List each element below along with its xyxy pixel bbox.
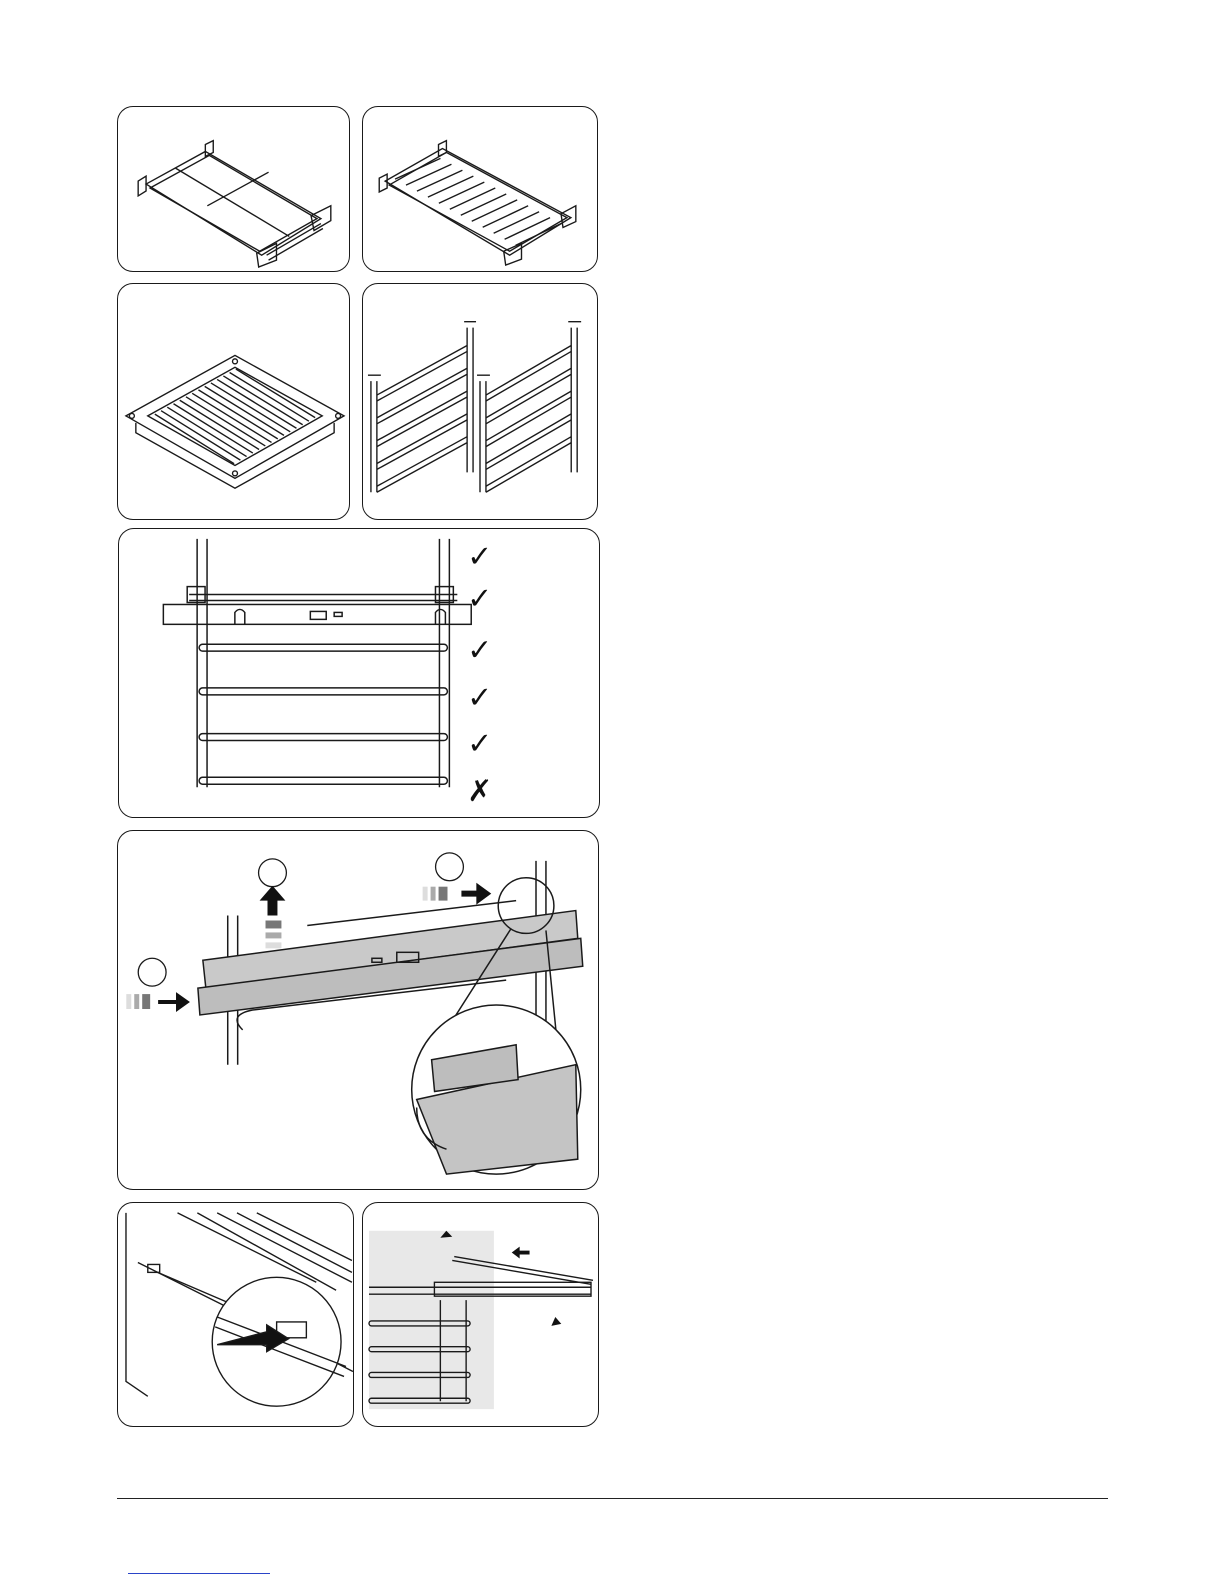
figure-shelf-tilt [362,1202,599,1427]
wire-shelf-icon [363,107,597,271]
figure-shelf-insert [117,1202,354,1427]
step-badge-2 [259,859,287,887]
check-mark-icon: ✓ [467,681,492,716]
figure-telescopic-shelf [117,106,350,272]
step-badge-1 [138,958,166,986]
figure-runner-fitting [117,830,599,1190]
cross-mark-icon: ✗ [467,774,492,809]
check-mark-icon: ✓ [467,726,492,761]
check-mark-icon: ✓ [467,540,492,575]
check-mark-icon: ✓ [467,633,492,668]
telescopic-shelf-icon [118,107,349,271]
side-racks-icon [363,284,597,519]
check-mark-icon: ✓ [467,581,492,616]
figure-grill-pan [117,283,350,520]
grill-pan-icon [118,284,349,519]
step-badge-3 [436,853,464,881]
shelf-tilt-icon [363,1203,598,1426]
shelf-insert-icon [118,1203,353,1426]
footer-link-underline[interactable] [128,1573,270,1574]
footer-rule [117,1498,1108,1499]
figure-side-racks [362,283,598,520]
figure-wire-shelf [362,106,598,272]
runner-fitting-icon [118,831,598,1189]
figure-runner-levels: ✓ ✓ ✓ ✓ ✓ ✗ [118,528,600,818]
level-marks: ✓ ✓ ✓ ✓ ✓ ✗ [467,540,492,809]
runner-levels-icon: ✓ ✓ ✓ ✓ ✓ ✗ [119,529,599,817]
